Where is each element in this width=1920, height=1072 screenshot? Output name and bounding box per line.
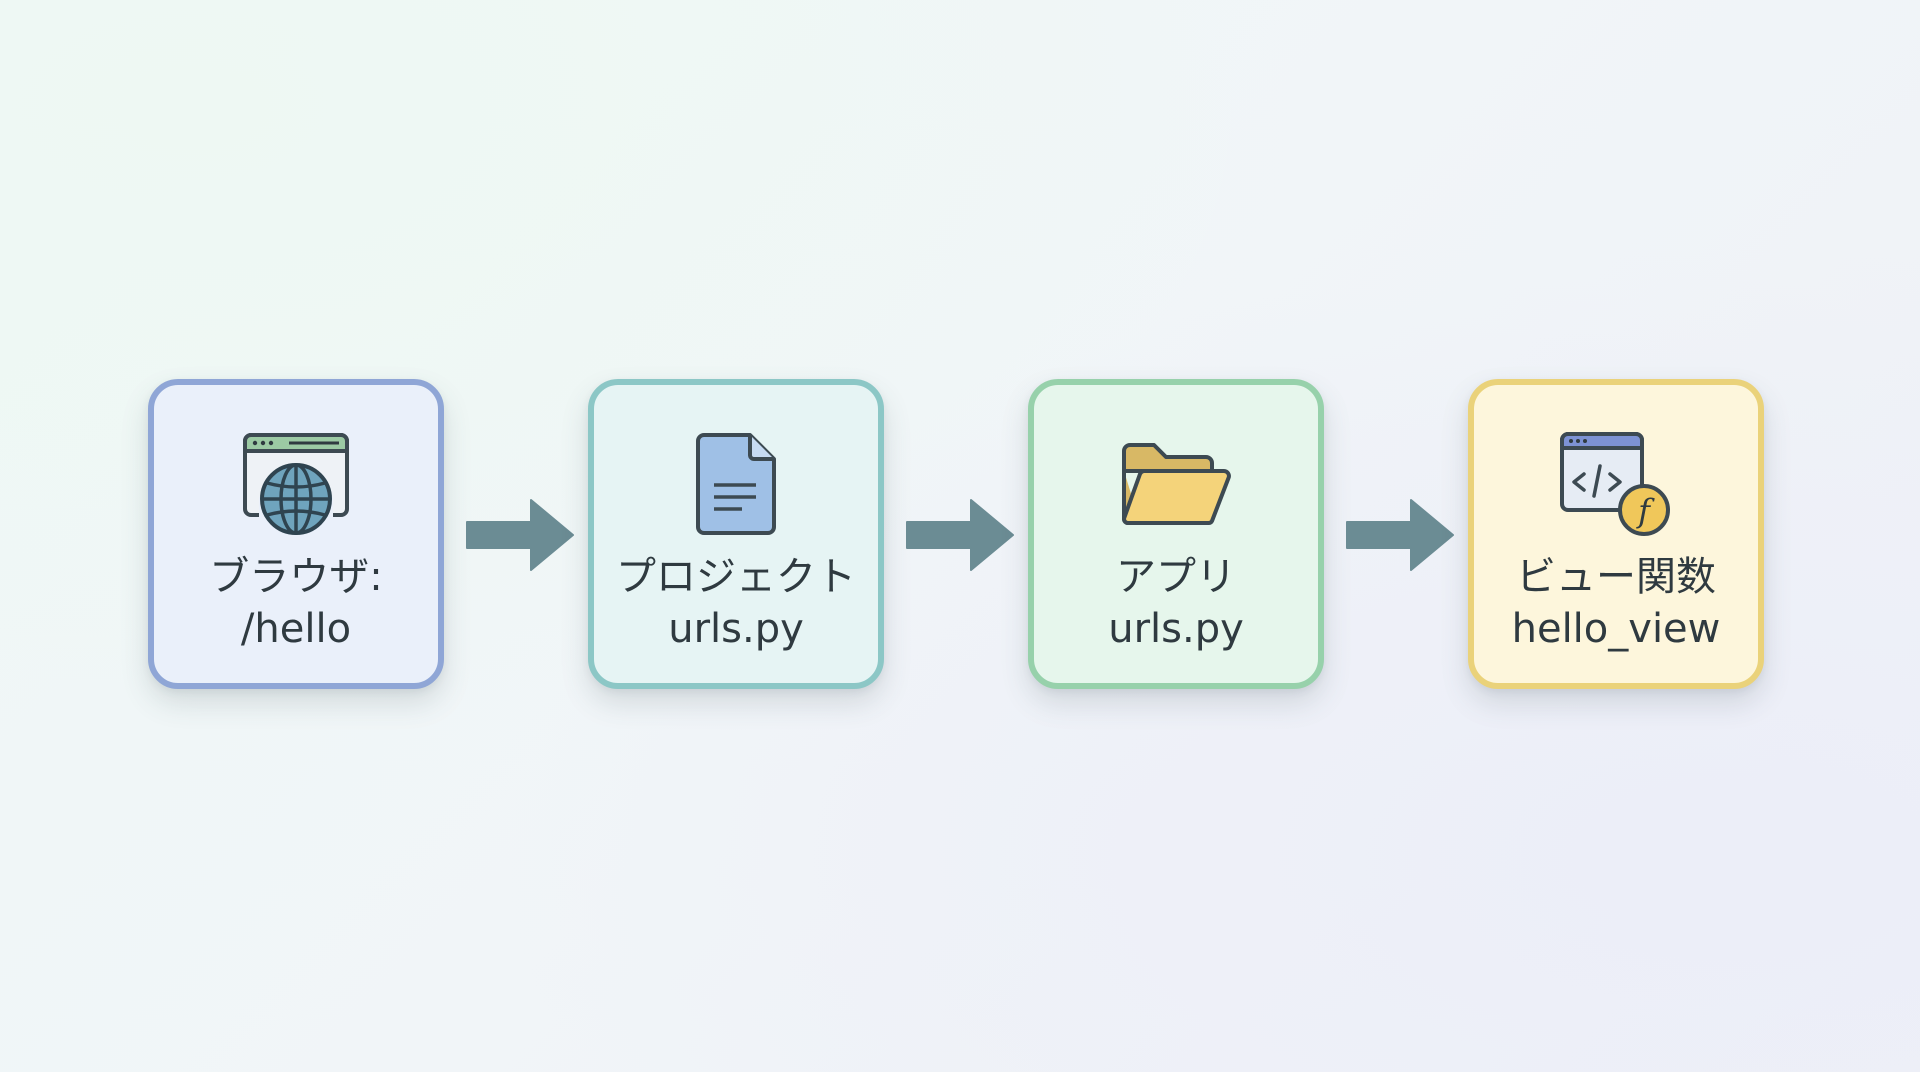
- document-icon: [676, 429, 796, 539]
- open-folder-icon: [1116, 429, 1236, 539]
- node-app-file: urls.py: [1108, 606, 1244, 652]
- browser-globe-icon: [236, 429, 356, 539]
- code-window-function-icon: f: [1556, 429, 1676, 539]
- node-project-title: プロジェクト: [616, 554, 856, 600]
- node-project-file: urls.py: [668, 606, 804, 652]
- node-browser-path: /hello: [240, 606, 352, 652]
- arrow-browser-to-project: [466, 499, 574, 571]
- node-project-urls: プロジェクト urls.py: [588, 379, 884, 689]
- arrow-app-to-view: [1346, 499, 1454, 571]
- node-browser-title: ブラウザ:: [209, 554, 383, 600]
- node-view-function: f ビュー関数 hello_view: [1468, 379, 1764, 689]
- node-view-name: hello_view: [1511, 606, 1721, 652]
- node-app-title: アプリ: [1116, 554, 1236, 600]
- node-app-urls: アプリ urls.py: [1028, 379, 1324, 689]
- arrow-project-to-app: [906, 499, 1014, 571]
- node-view-title: ビュー関数: [1516, 554, 1716, 600]
- node-browser: ブラウザ: /hello: [148, 379, 444, 689]
